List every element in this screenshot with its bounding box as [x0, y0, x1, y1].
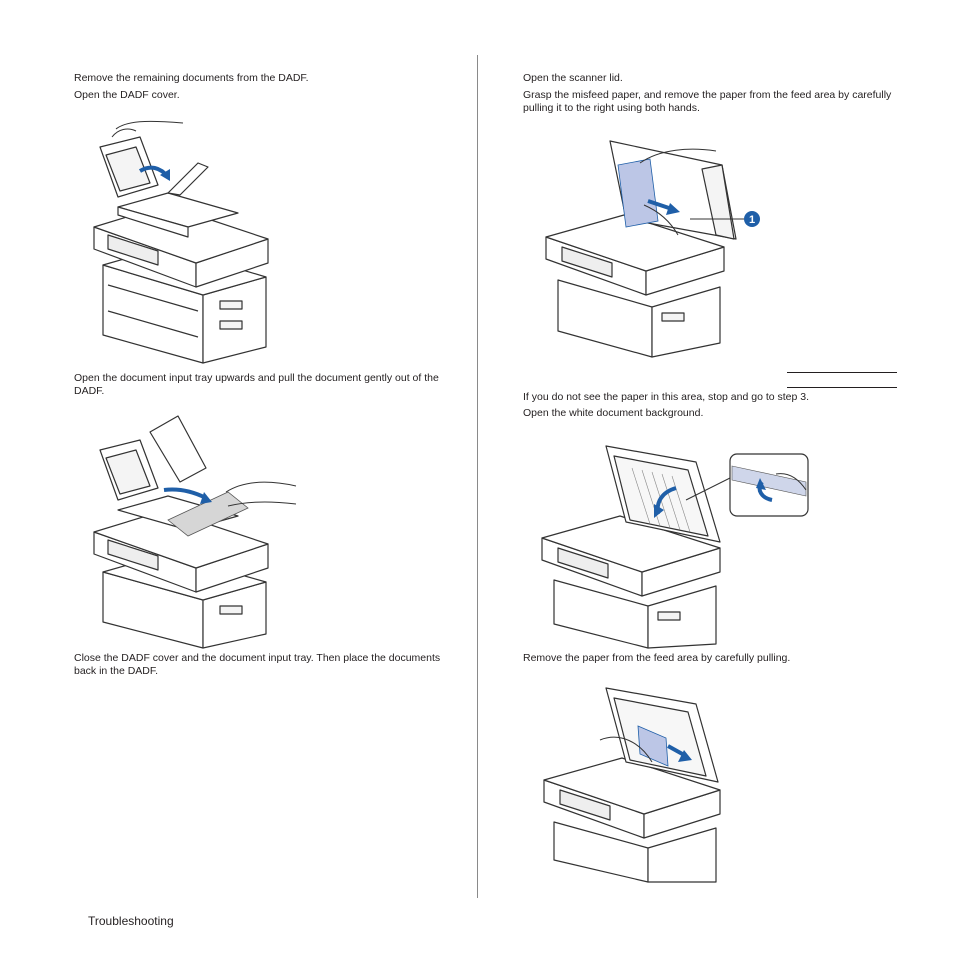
step-grasp-misfeed: Grasp the misfeed paper, and remove the …	[523, 89, 892, 114]
step-remove-documents: Remove the remaining documents from the …	[74, 72, 309, 84]
step-close-dadf: Close the DADF cover and the document in…	[74, 652, 441, 677]
step-open-dadf-cover: Open the DADF cover.	[74, 89, 180, 101]
step-open-scanner-lid: Open the scanner lid.	[523, 72, 623, 84]
figure-remove-paper-feed-area	[543, 687, 721, 883]
figure-open-white-background	[541, 445, 809, 649]
rule-line-1	[787, 372, 897, 373]
column-divider	[477, 55, 478, 898]
step-remove-from-feed: Remove the paper from the feed area by c…	[523, 652, 791, 664]
step-open-input-tray: Open the document input tray upwards and…	[74, 372, 439, 397]
footer-section-title: Troubleshooting	[88, 914, 174, 928]
callout-number: 1	[749, 214, 755, 226]
figure-pull-document-input-tray	[93, 415, 297, 649]
figure-grasp-misfeed-paper: 1	[545, 140, 760, 358]
rule-line-2	[787, 387, 897, 388]
step-open-white-background: Open the white document background.	[523, 407, 704, 419]
callout-1-icon	[744, 211, 760, 227]
figure-open-dadf-cover	[93, 120, 269, 364]
step-not-see-paper: If you do not see the paper in this area…	[523, 391, 810, 403]
